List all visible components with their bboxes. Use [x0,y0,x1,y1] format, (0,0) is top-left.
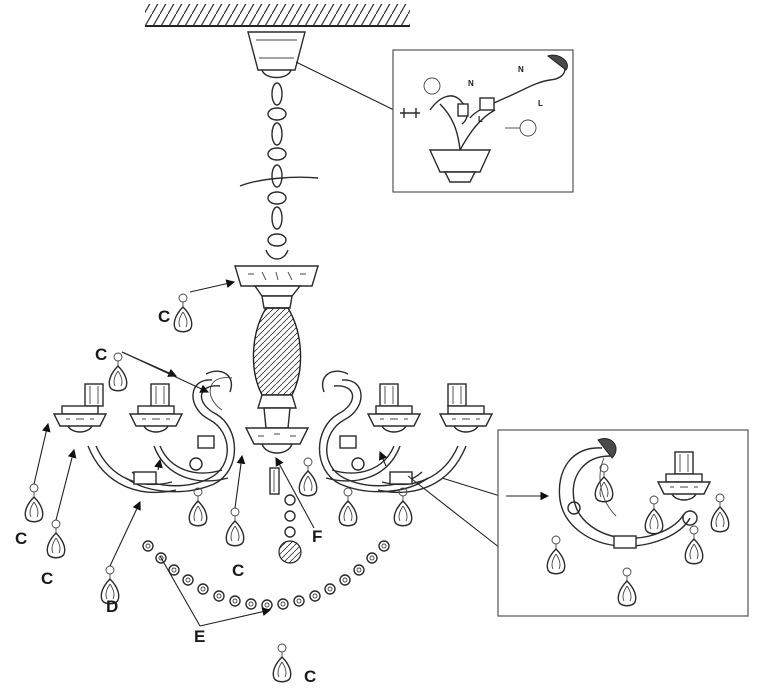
top-crown [234,265,319,297]
arm-connectors [133,435,413,485]
part-labels: C C C C C C D E F [15,307,322,686]
left-scroll-arms [87,370,236,494]
label-pointers [33,279,388,627]
label-e: E [194,627,205,646]
bead-swag-chain [142,540,390,611]
arm-detail-inset [497,429,749,617]
label-f: F [312,527,322,546]
ceiling [145,4,410,27]
wiring-pointer-line [295,61,399,113]
wiring-detail-inset: N N L L [392,49,574,193]
label-d: D [106,597,118,616]
arm-detail-pointer [407,475,501,549]
label-c-left1: C [15,529,27,548]
label-c-center: C [232,561,244,580]
wiring-label-n2: N [518,65,524,74]
label-c-top: C [158,307,170,326]
label-c-left2: C [41,569,53,588]
ceiling-canopy [247,31,306,79]
label-c-arms: C [95,345,107,364]
wiring-label-l2: L [538,99,543,108]
wiring-label-n1: N [468,79,474,88]
wiring-label-l1: L [478,115,483,124]
loose-pendants [24,483,292,683]
hanging-chain [239,82,319,260]
central-vase [252,295,302,429]
label-c-bottom: C [304,667,316,686]
center-bottom-bowl [244,427,310,564]
